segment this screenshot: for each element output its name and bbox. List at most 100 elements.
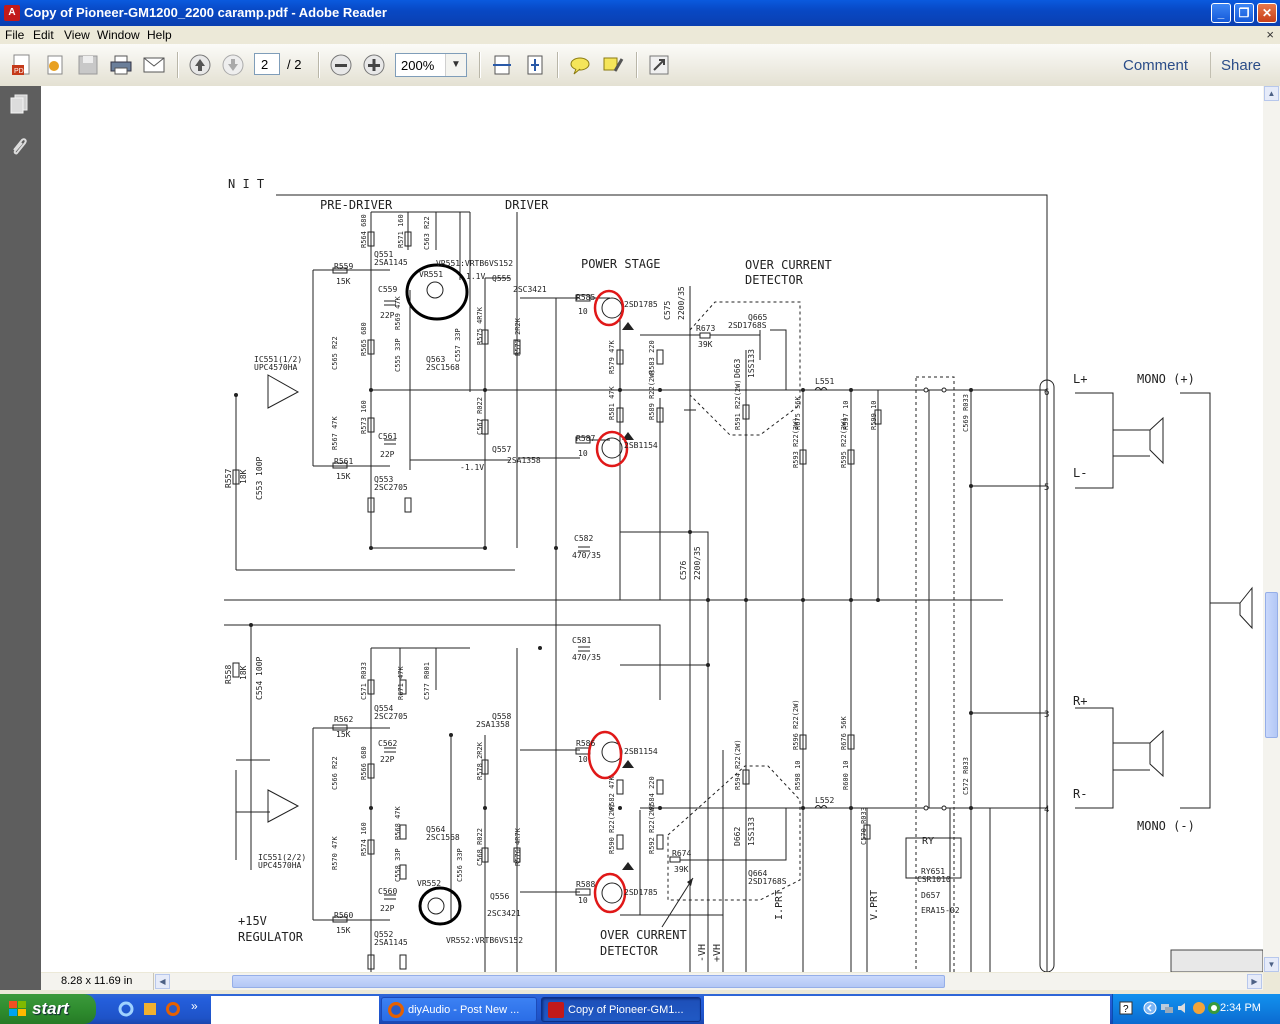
messenger-icon[interactable]: [1192, 1001, 1206, 1015]
q551-label: Q551: [374, 250, 393, 259]
ry651-part: CSR1010: [917, 875, 951, 884]
comment-link[interactable]: Comment: [1123, 57, 1189, 74]
media-icon[interactable]: [142, 1001, 158, 1017]
component-value-label: C557 33P: [454, 328, 462, 362]
menu-bar: File Edit View Window Help ×: [0, 26, 1280, 44]
fit-width-button[interactable]: [489, 52, 515, 78]
chevron-down-icon[interactable]: ▼: [445, 54, 466, 76]
tray-expand-icon[interactable]: [1143, 1001, 1157, 1015]
document-close-button[interactable]: ×: [1266, 27, 1274, 42]
zoom-select[interactable]: 200% ▼: [395, 53, 467, 77]
comment-bubble-button[interactable]: [567, 52, 593, 78]
pages-button[interactable]: [6, 91, 32, 117]
highlight-button[interactable]: [600, 52, 626, 78]
windows-flag-icon: [9, 1001, 26, 1016]
page-number-input[interactable]: 2: [254, 53, 280, 75]
fit-page-button[interactable]: [522, 52, 548, 78]
volume-icon[interactable]: [1176, 1001, 1190, 1015]
r674-label: R674: [672, 849, 691, 858]
firefox-icon[interactable]: [165, 1001, 181, 1017]
next-page-icon: [222, 54, 244, 76]
c553-label: C553: [255, 481, 264, 500]
q558-label: Q558: [492, 712, 511, 721]
full-screen-button[interactable]: [646, 52, 672, 78]
q552-label: Q552: [374, 930, 393, 939]
component-value-label: C565 R22: [331, 336, 339, 370]
quick-launch-overflow[interactable]: »: [191, 999, 198, 1013]
close-button[interactable]: ✕: [1257, 3, 1277, 23]
minimize-button[interactable]: _: [1211, 3, 1231, 23]
component-value-label: R593 R22(2W): [792, 417, 800, 468]
c560-value: 22P: [380, 904, 395, 913]
attachments-button[interactable]: [6, 134, 32, 160]
print-button[interactable]: [108, 52, 134, 78]
navigation-pane: [0, 86, 41, 990]
edit-button[interactable]: [42, 52, 68, 78]
save-button[interactable]: [75, 52, 101, 78]
scroll-right-arrow[interactable]: ▶: [1247, 974, 1262, 989]
help-icon[interactable]: ?: [1119, 1001, 1133, 1015]
document-view[interactable]: N I T PRE-DRIVER DRIVER POWER STAGE OVER…: [41, 86, 1263, 972]
zoom-out-button[interactable]: [328, 52, 354, 78]
q665-part: 2SD1768S: [728, 321, 767, 330]
share-link[interactable]: Share: [1221, 57, 1262, 74]
scroll-left-arrow[interactable]: ◀: [155, 974, 170, 989]
scroll-down-arrow[interactable]: ▼: [1264, 957, 1279, 972]
c553-value: 100P: [255, 457, 264, 476]
component-value-label: R595 R22(2W): [840, 417, 848, 468]
menu-window[interactable]: Window: [97, 28, 140, 42]
component-value-label: C577 R001: [423, 662, 431, 700]
comment-bubble-icon: [570, 57, 590, 75]
security-icon[interactable]: [1207, 1001, 1221, 1015]
component-value-label: R581 47K: [608, 385, 616, 420]
component-value-label: R583 220: [648, 340, 656, 374]
q554-part: 2SC2705: [374, 712, 408, 721]
toolbar-separator: [636, 52, 638, 78]
previous-page-icon: [189, 54, 211, 76]
start-button[interactable]: start: [0, 994, 96, 1024]
task-label: Copy of Pioneer-GM1...: [568, 1004, 684, 1016]
vertical-scrollbar[interactable]: [1263, 86, 1280, 972]
menu-edit[interactable]: Edit: [33, 28, 54, 42]
power-stage-label: POWER STAGE: [581, 257, 660, 271]
restore-button[interactable]: ❐: [1234, 3, 1254, 23]
ie-icon[interactable]: [118, 1001, 134, 1017]
r557-value: 18K: [239, 469, 248, 484]
q665-label: Q665: [748, 313, 767, 322]
menu-view[interactable]: View: [64, 28, 90, 42]
start-label: start: [32, 999, 69, 1018]
network-icon[interactable]: [1160, 1001, 1174, 1015]
zoom-in-button[interactable]: [361, 52, 387, 78]
previous-page-button[interactable]: [187, 52, 213, 78]
task-diyaudio[interactable]: diyAudio - Post New ...: [381, 997, 537, 1022]
vertical-scroll-thumb[interactable]: [1265, 592, 1278, 738]
bias-voltage-positive: 1.1V: [466, 272, 485, 281]
toolbar-separator: [318, 52, 320, 78]
annotation-circle-red-3: [587, 730, 623, 780]
component-value-label: R590 R22(2W): [608, 803, 616, 854]
component-value-label: C569 R033: [962, 394, 970, 432]
email-button[interactable]: [141, 52, 167, 78]
pre-driver-label: PRE-DRIVER: [320, 198, 393, 212]
scroll-up-arrow[interactable]: ▲: [1264, 86, 1279, 101]
clock: 2:34 PM: [1220, 1002, 1261, 1014]
relay-box-label: RY: [922, 836, 934, 847]
r561-label: R561: [334, 457, 353, 466]
ic-bottom-part: UPC4570HA: [258, 861, 302, 870]
horizontal-scroll-thumb[interactable]: [232, 975, 945, 988]
task-adobe-reader[interactable]: Copy of Pioneer-GM1...: [541, 997, 701, 1022]
menu-help[interactable]: Help: [147, 28, 172, 42]
r588-value: 10: [578, 896, 588, 905]
restore-icon: ❐: [1238, 6, 1250, 20]
pin-5: 5: [1044, 483, 1049, 493]
annotation-circle-black-top: [405, 263, 469, 321]
component-value-label: R566 680: [360, 746, 368, 780]
create-pdf-button[interactable]: PDF: [9, 52, 35, 78]
component-value-label: R565 680: [360, 322, 368, 356]
fit-width-icon: [493, 55, 511, 75]
c582-value: 470/35: [572, 551, 601, 560]
menu-file[interactable]: File: [5, 28, 25, 42]
component-value-label: R599 10: [870, 400, 878, 430]
r559-label: R559: [334, 262, 353, 271]
next-page-button[interactable]: [220, 52, 246, 78]
